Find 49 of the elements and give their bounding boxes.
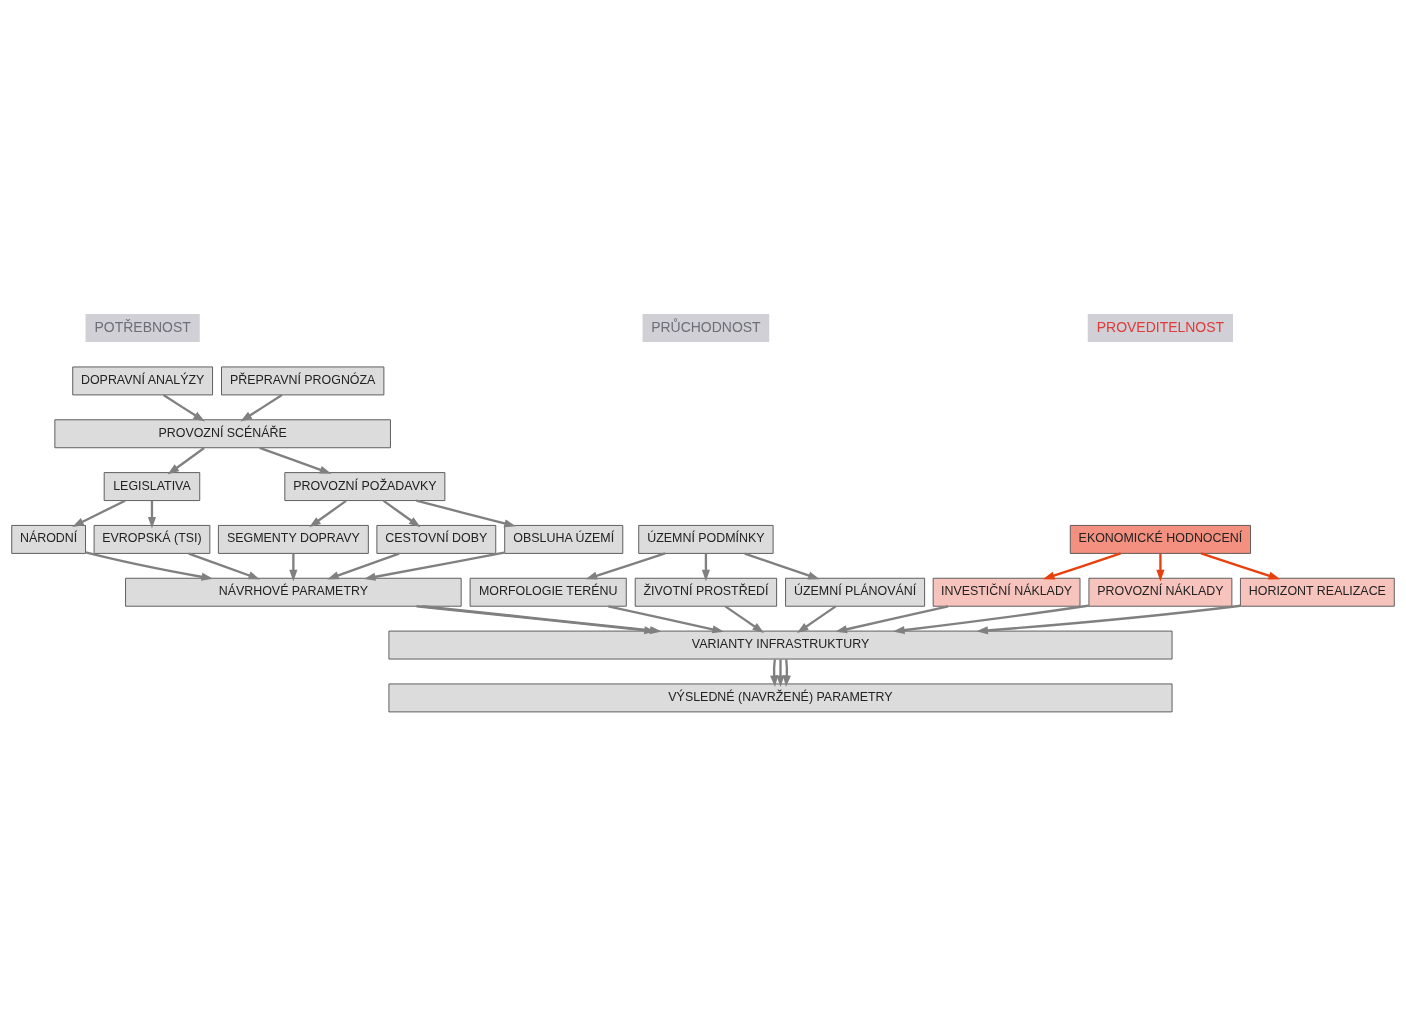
arrow (782, 658, 791, 687)
arrow (309, 499, 347, 527)
node-box: NÁVRHOVÉ PARAMETRY (125, 577, 462, 607)
node-box: PROVEDITELNOST (1087, 313, 1234, 342)
node-box: LEGISLATIVA (103, 471, 201, 501)
arrow (1042, 551, 1121, 580)
arrow (327, 551, 400, 579)
node-box: OBSLUHA ÚZEMÍ (504, 524, 624, 554)
node-box: POTŘEBNOST (85, 313, 200, 342)
arrow (724, 604, 765, 633)
arrow (585, 551, 666, 580)
node-box: PŘEPRAVNÍ PROGNÓZA (221, 365, 385, 395)
arrow (776, 658, 785, 687)
node-box: INVESTIČNÍ NÁKLADY (932, 577, 1081, 607)
node-box: ŽIVOTNÍ PROSTŘEDÍ (634, 577, 778, 607)
arrow (72, 499, 126, 527)
arrow (796, 604, 837, 633)
arrow (188, 551, 261, 579)
node-box: PROVOZNÍ NÁKLADY (1088, 577, 1233, 607)
node-box: EKONOMICKÉ HODNOCENÍ (1069, 524, 1251, 554)
arrow (240, 393, 283, 422)
node-box: ÚZEMNÍ PODMÍNKY (638, 524, 774, 554)
arrow (259, 446, 332, 474)
node-box: CESTOVNÍ DOBY (376, 524, 497, 554)
arrow (416, 499, 516, 527)
arrow (1156, 553, 1165, 581)
node-box: PROVOZNÍ SCÉNÁŘE (54, 418, 391, 448)
node-box: DOPRAVNÍ ANALÝZY (72, 365, 214, 395)
node-box: PRŮCHODNOST (642, 313, 770, 342)
arrow (835, 604, 949, 633)
node-box: PROVOZNÍ POŽADAVKY (284, 471, 446, 501)
node-box: VÝSLEDNÉ (NAVRŽENÉ) PARAMETRY (388, 682, 1173, 712)
node-box: NÁRODNÍ (11, 524, 86, 554)
arrow (770, 658, 779, 687)
node-box: HORIZONT REALIZACE (1239, 577, 1395, 607)
node-box: MORFOLOGIE TERÉNU (469, 577, 627, 607)
node-box: ÚZEMNÍ PLÁNOVÁNÍ (785, 577, 926, 607)
arrow (382, 499, 421, 527)
node-box: EVROPSKÁ (TSI) (93, 524, 211, 554)
node-box: VARIANTY INFRASTRUKTURY (388, 630, 1173, 660)
arrow (1200, 551, 1281, 580)
arrow (289, 553, 298, 581)
node-box: SEGMENTY DOPRAVY (217, 524, 369, 554)
arrow (85, 550, 214, 581)
arrow (976, 604, 1241, 635)
arrow (363, 550, 505, 581)
arrow (162, 393, 205, 422)
arrow (167, 446, 205, 474)
arrow (892, 603, 1090, 634)
